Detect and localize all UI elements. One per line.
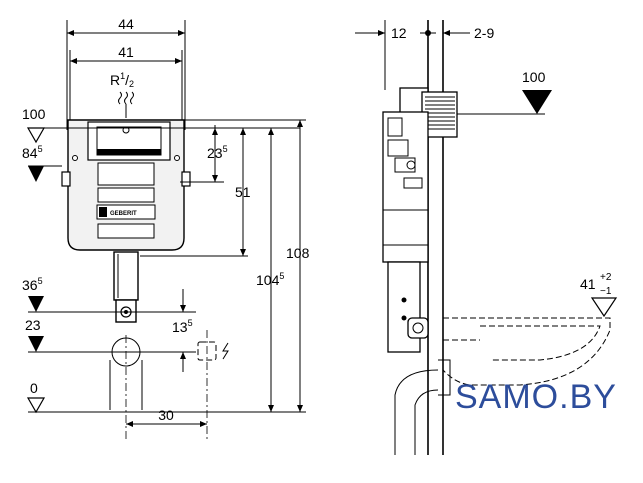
dimension-41: 41 [118, 44, 134, 60]
water-inlet-icon [118, 91, 134, 118]
dimension-13-5: 135 [172, 318, 193, 335]
dimension-108: 108 [286, 245, 310, 261]
toilet-bowl-outline [442, 317, 611, 386]
level-23-label: 23 [25, 317, 41, 333]
dimension-23-5: 235 [207, 144, 228, 161]
dimension-2-9: 2-9 [474, 25, 494, 41]
dimension-12: 12 [391, 25, 407, 41]
electric-socket-icon [197, 341, 229, 361]
geberit-logo: GEBERIT [96, 204, 156, 220]
svg-text:GEBERIT: GEBERIT [110, 211, 137, 217]
level-36-label: 365 [22, 276, 43, 293]
level-100-label: 100 [22, 106, 46, 122]
dimension-44: 44 [118, 16, 134, 32]
dimension-104-5: 1045 [256, 271, 284, 288]
threaded-inlet-icon [425, 96, 455, 130]
side-level-100-label: 100 [522, 69, 546, 85]
level-84-label: 845 [22, 144, 43, 161]
svg-text:+2: +2 [600, 272, 612, 283]
svg-text:41: 41 [580, 276, 596, 292]
side-view: 12 2-9 [355, 20, 618, 455]
dimension-30: 30 [158, 407, 174, 423]
level-0-label: 0 [30, 380, 38, 396]
dimension-51: 51 [235, 184, 251, 200]
side-level-41-label: 41 +2 −1 [580, 272, 612, 297]
svg-text:−1: −1 [600, 286, 612, 297]
thread-label: R1/2 [110, 71, 134, 89]
front-view: 44 41 R1/2 [22, 16, 310, 440]
watermark: SAMO.BY [455, 378, 617, 416]
